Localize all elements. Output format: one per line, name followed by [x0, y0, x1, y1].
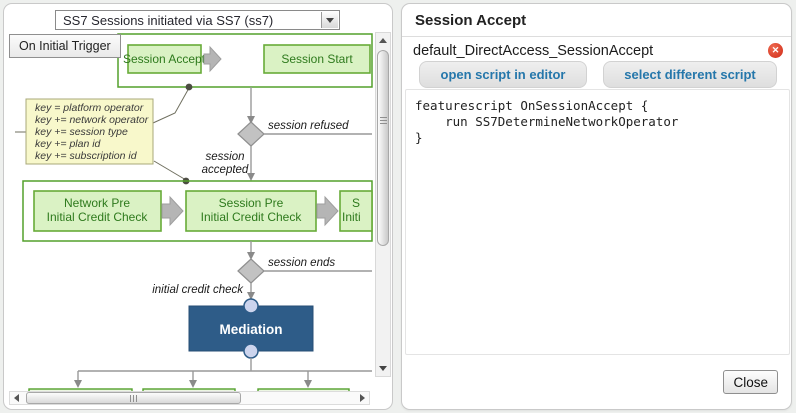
thumb-grip-icon [380, 117, 387, 126]
port-circle[interactable] [243, 298, 259, 314]
note-line: key += network operator [35, 114, 149, 126]
edge-label-session-refused: session refused [268, 120, 349, 132]
arrowhead-icon [247, 173, 255, 181]
remove-script-icon[interactable]: ✕ [768, 43, 783, 58]
tab-select-different-script[interactable]: select different script [603, 61, 777, 88]
note-connector [152, 87, 190, 124]
workflow-select[interactable]: SS7 Sessions initiated via SS7 (ss7) [55, 10, 340, 30]
flow-arrow-icon [203, 45, 222, 73]
horizontal-scrollbar[interactable] [9, 391, 370, 405]
dialog-header: Session Accept [402, 4, 791, 37]
edge-label-session-accepted: accepted [202, 164, 249, 176]
code-line: featurescript OnSessionAccept { [415, 98, 649, 113]
on-initial-trigger-button[interactable]: On Initial Trigger [9, 34, 121, 58]
node-label: Network Pre [64, 196, 130, 210]
node-label: Initial Credit Check [47, 210, 149, 224]
note-connector [153, 160, 187, 181]
node-label: Session Pre [219, 196, 284, 210]
flow-arrow-icon [316, 195, 339, 227]
script-name: default_DirectAccess_SessionAccept [413, 43, 654, 59]
tab-label: open script in editor [440, 67, 566, 82]
node-session-accept-label: Session Accept [123, 52, 206, 66]
workflow-select-arrow-icon[interactable] [321, 12, 338, 28]
arrowhead-icon [247, 252, 255, 260]
note-line: key += subscription id [35, 150, 138, 162]
tab-open-script-in-editor[interactable]: open script in editor [419, 61, 587, 88]
arrowhead-icon [304, 380, 312, 388]
edge-label-session-ends: session ends [268, 257, 335, 269]
close-x-glyph: ✕ [771, 45, 780, 55]
arrowhead-icon [247, 116, 255, 124]
edge-label-session-accepted: session [206, 151, 245, 163]
edge-label-initial-credit-check: initial credit check [152, 284, 244, 296]
note-line: key += plan id [35, 138, 102, 150]
session-accept-dialog: Session Accept default_DirectAccess_Sess… [401, 3, 792, 410]
code-line: run SS7DetermineNetworkOperator [415, 114, 679, 129]
dialog-title: Session Accept [415, 11, 527, 29]
scroll-right-icon[interactable] [356, 392, 369, 404]
node-session-start[interactable] [263, 44, 371, 74]
scroll-up-icon[interactable] [376, 33, 390, 48]
trigger-group-frame [117, 33, 373, 88]
port-circle[interactable] [243, 343, 259, 359]
arrowhead-icon [247, 292, 255, 300]
workflow-editor-panel: SS7 Sessions initiated via SS7 (ss7) On … [3, 3, 393, 410]
close-button[interactable]: Close [723, 370, 778, 394]
decision-diamond[interactable] [237, 121, 265, 147]
node-clipped-credit-check[interactable] [339, 190, 373, 232]
node-session-start-label: Session Start [281, 52, 353, 66]
scroll-left-icon[interactable] [10, 392, 23, 404]
arrowhead-icon [74, 380, 82, 388]
code-line: } [415, 130, 423, 145]
thumb-grip-icon [130, 395, 139, 402]
flow-arrow-icon [161, 195, 184, 227]
node-session-accept[interactable] [127, 44, 202, 74]
node-network-pre-initial-credit-check[interactable] [33, 190, 162, 232]
arrowhead-icon [189, 380, 197, 388]
vertical-scrollbar[interactable] [375, 32, 391, 377]
on-initial-trigger-label: On Initial Trigger [19, 39, 111, 53]
annotation-note[interactable] [25, 98, 154, 165]
flowchart-canvas[interactable]: Session Accept Session Start key = platf… [4, 4, 394, 411]
node-label: Initi [342, 210, 361, 224]
note-line: key = platform operator [35, 102, 144, 114]
note-line: key += session type [35, 126, 128, 138]
close-button-label: Close [733, 374, 768, 390]
node-mediation-label: Mediation [220, 322, 283, 337]
node-label: Initial Credit Check [201, 210, 303, 224]
vertical-scroll-thumb[interactable] [377, 50, 389, 246]
scroll-down-icon[interactable] [376, 361, 390, 376]
decision-diamond[interactable] [237, 258, 265, 284]
node-session-pre-initial-credit-check[interactable] [185, 190, 317, 232]
horizontal-scroll-thumb[interactable] [26, 392, 241, 404]
script-preview[interactable]: featurescript OnSessionAccept { run SS7D… [405, 89, 790, 355]
node-label: S [352, 196, 360, 210]
note-anchor-dot [185, 83, 193, 91]
tab-label: select different script [624, 67, 756, 82]
workflow-select-value: SS7 Sessions initiated via SS7 (ss7) [63, 12, 274, 28]
